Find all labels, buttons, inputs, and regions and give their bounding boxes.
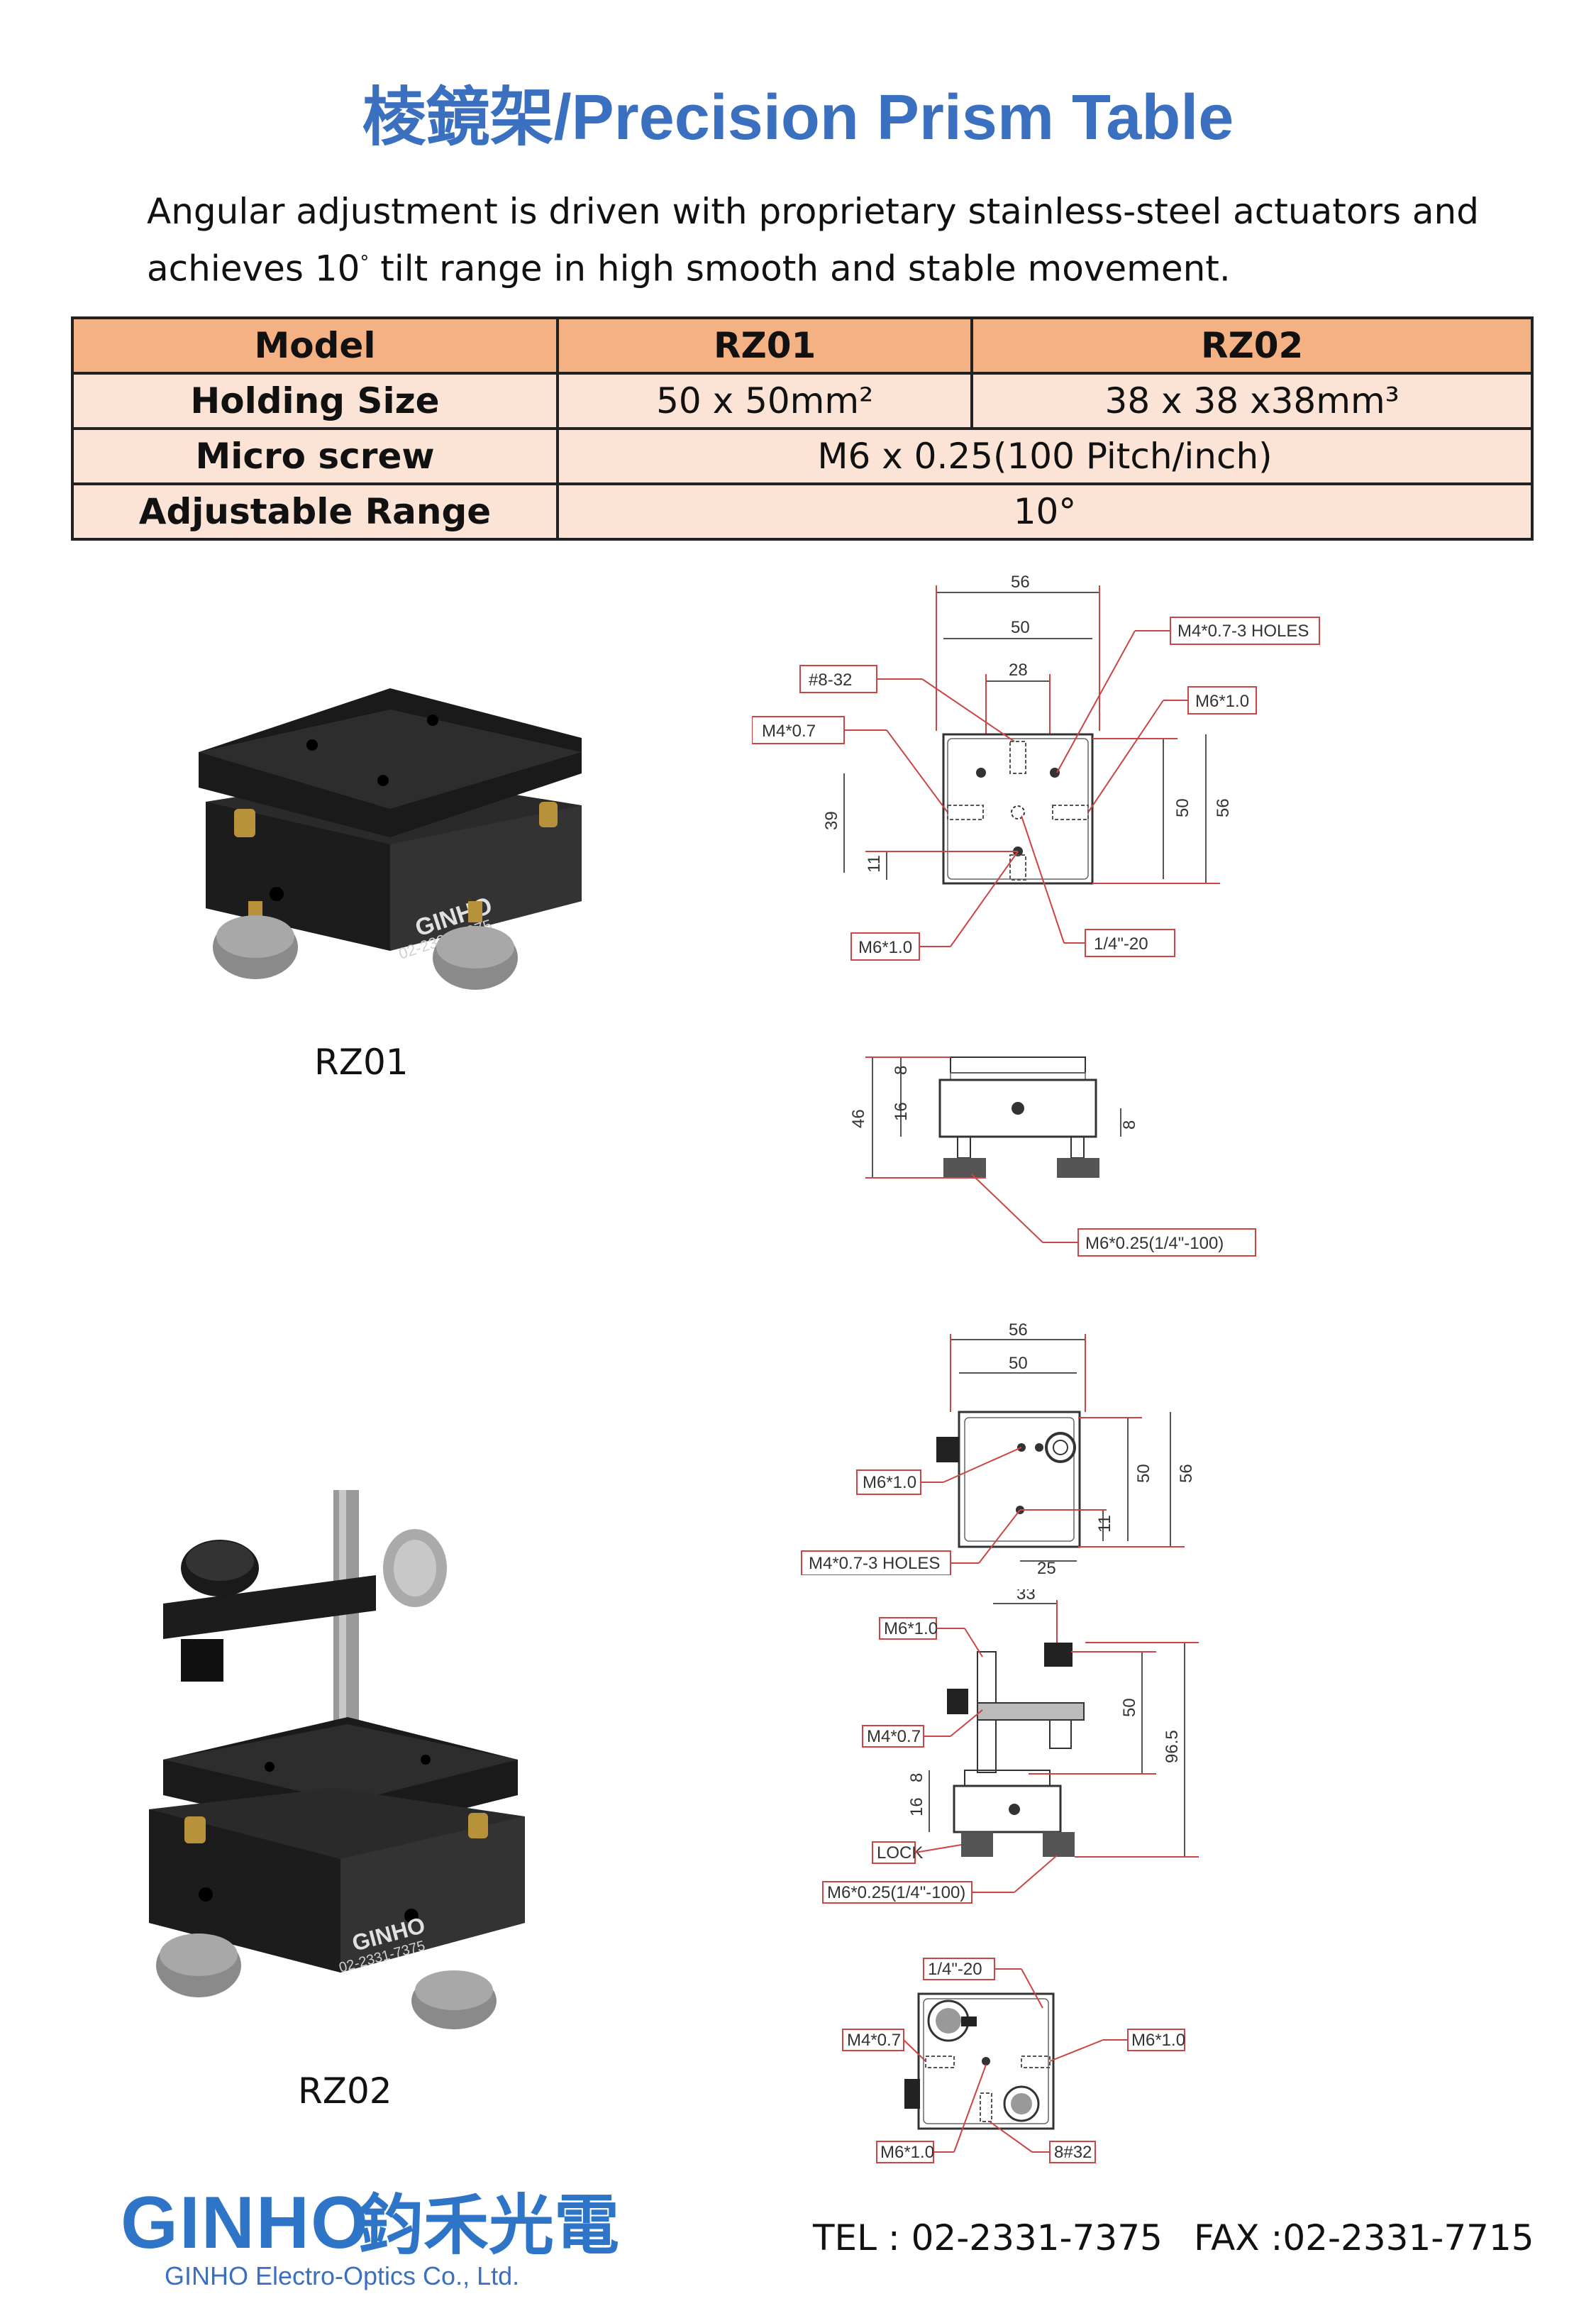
dim-height-50: 50 — [1134, 1464, 1153, 1483]
spec-header-rz01: RZ01 — [555, 316, 974, 375]
dim-height-50: 50 — [1173, 798, 1192, 817]
spec-table-header-row: Model RZ01 RZ02 — [71, 316, 1534, 375]
callout-m6-bottom: M6*1.0 — [858, 938, 912, 957]
spec-value-shared: M6 x 0.25(100 Pitch/inch) — [556, 427, 1534, 485]
spec-row-holding-size: Holding Size 50 x 50mm² 38 x 38 x38mm³ — [71, 372, 1534, 430]
rz01-top-drawing: 56 50 28 39 11 50 56 M4*0.7-3 HOLES #8-3… — [752, 573, 1320, 961]
dim-width-25: 25 — [1037, 1559, 1056, 1575]
callout-m6-side: M6*1.0 — [1131, 2031, 1185, 2050]
callout-m6-0-25: M6*0.25(1/4"-100) — [827, 1883, 965, 1902]
spec-row-adjustable-range: Adjustable Range 10° — [71, 482, 1534, 541]
logo-cjk: 鈞禾光電 — [358, 2188, 619, 2263]
spec-label: Adjustable Range — [71, 482, 559, 541]
dim-height-46: 46 — [849, 1109, 868, 1128]
spec-table: Model RZ01 RZ02 Holding Size 50 x 50mm² … — [71, 316, 1534, 541]
description-line-2: achieves 10° tilt range in high smooth a… — [147, 248, 1231, 289]
dim-height-56: 56 — [1177, 1464, 1196, 1483]
callout-m4: M4*0.7 — [867, 1727, 921, 1746]
spec-label: Holding Size — [71, 372, 559, 430]
dim-height-11: 11 — [865, 855, 884, 873]
callout-m6-0-25: M6*0.25(1/4"-100) — [1085, 1234, 1224, 1253]
callout-m6: M6*1.0 — [863, 1473, 916, 1492]
description-line-1: Angular adjustment is driven with propri… — [147, 191, 1479, 232]
callout-1-4-20: 1/4"-20 — [1094, 934, 1148, 954]
dim-plate-8: 8 — [892, 1066, 911, 1075]
company-name: GINHO Electro-Optics Co., Ltd. — [165, 2261, 519, 2290]
page-title: 棱鏡架/Precision Prism Table — [362, 82, 1234, 153]
company-logo: GINHO 鈞禾光電 GINHO Electro-Optics Co., Ltd… — [121, 2182, 619, 2290]
dim-width-plate: 50 — [1011, 618, 1030, 637]
callout-m6-top: M6*1.0 — [1195, 692, 1249, 711]
dim-total-96-5: 96.5 — [1163, 1730, 1182, 1763]
rz01-product-photo: GINHO 02-2331-7375 — [199, 688, 582, 990]
callout-8-32: 8#32 — [1054, 2143, 1092, 2162]
callout-8-32: #8-32 — [809, 671, 852, 690]
dim-height-11: 11 — [1095, 1515, 1114, 1533]
rz02-caption: RZ02 — [298, 2070, 392, 2112]
dim-height-56: 56 — [1214, 798, 1233, 817]
dim-width-plate: 50 — [1009, 1354, 1028, 1373]
contact-tel: TEL : 02-2331-7375 — [813, 2217, 1163, 2258]
rz02-product-photo: GINHO 02-2331-7375 — [149, 1490, 525, 2029]
dim-hole-8: 8 — [1120, 1120, 1139, 1130]
rz02-top-drawing: 56 50 50 56 11 25 M6*1.0 M4*0.7-3 HOLES — [801, 1320, 1196, 1575]
callout-1-4-20: 1/4"-20 — [928, 1960, 982, 1979]
callout-m4-3-holes: M4*0.7-3 HOLES — [809, 1554, 940, 1573]
dim-body-16: 16 — [892, 1102, 911, 1121]
dim-arm-33: 33 — [1016, 1589, 1036, 1604]
dim-plate-8: 8 — [907, 1773, 926, 1782]
product-description: Angular adjustment is driven with propri… — [147, 186, 1495, 294]
dim-width-outer: 56 — [1011, 573, 1030, 592]
rz02-bottom-drawing: 1/4"-20 M4*0.7 M6*1.0 M6*1.0 8#32 — [842, 1958, 1185, 2163]
spec-row-micro-screw: Micro screw M6 x 0.25(100 Pitch/inch) — [71, 427, 1534, 485]
spec-value-rz01: 50 x 50mm² — [555, 372, 974, 430]
dim-width-outer: 56 — [1009, 1320, 1028, 1340]
callout-m4-0-7: M4*0.7 — [762, 722, 816, 741]
spec-header-model: Model — [71, 316, 559, 375]
callout-m6: M6*1.0 — [884, 1619, 938, 1638]
rz01-caption: RZ01 — [314, 1042, 409, 1083]
rz01-side-drawing: 8 46 16 8 M6*0.25(1/4"-100) — [849, 1057, 1256, 1257]
callout-m4: M4*0.7 — [847, 2031, 901, 2050]
spec-header-rz02: RZ02 — [970, 316, 1534, 375]
spec-value-rz02: 38 x 38 x38mm³ — [970, 372, 1534, 430]
logo-text: GINHO — [121, 2182, 370, 2264]
spec-label: Micro screw — [71, 427, 559, 485]
callout-m6-bottom: M6*1.0 — [880, 2143, 934, 2162]
callout-m4-3-holes: M4*0.7-3 HOLES — [1177, 622, 1309, 641]
spec-value-shared: 10° — [556, 482, 1534, 541]
dim-post-50: 50 — [1120, 1698, 1139, 1717]
dim-body-16: 16 — [907, 1797, 926, 1816]
contact-fax: FAX :02-2331-7715 — [1194, 2217, 1534, 2258]
rz02-side-drawing: 33 50 96.5 8 16 M6*1.0 M4*0.7 LOCK M6*0.… — [822, 1589, 1199, 1904]
dim-hole-spacing: 28 — [1009, 661, 1028, 680]
dim-height-39: 39 — [822, 811, 841, 830]
